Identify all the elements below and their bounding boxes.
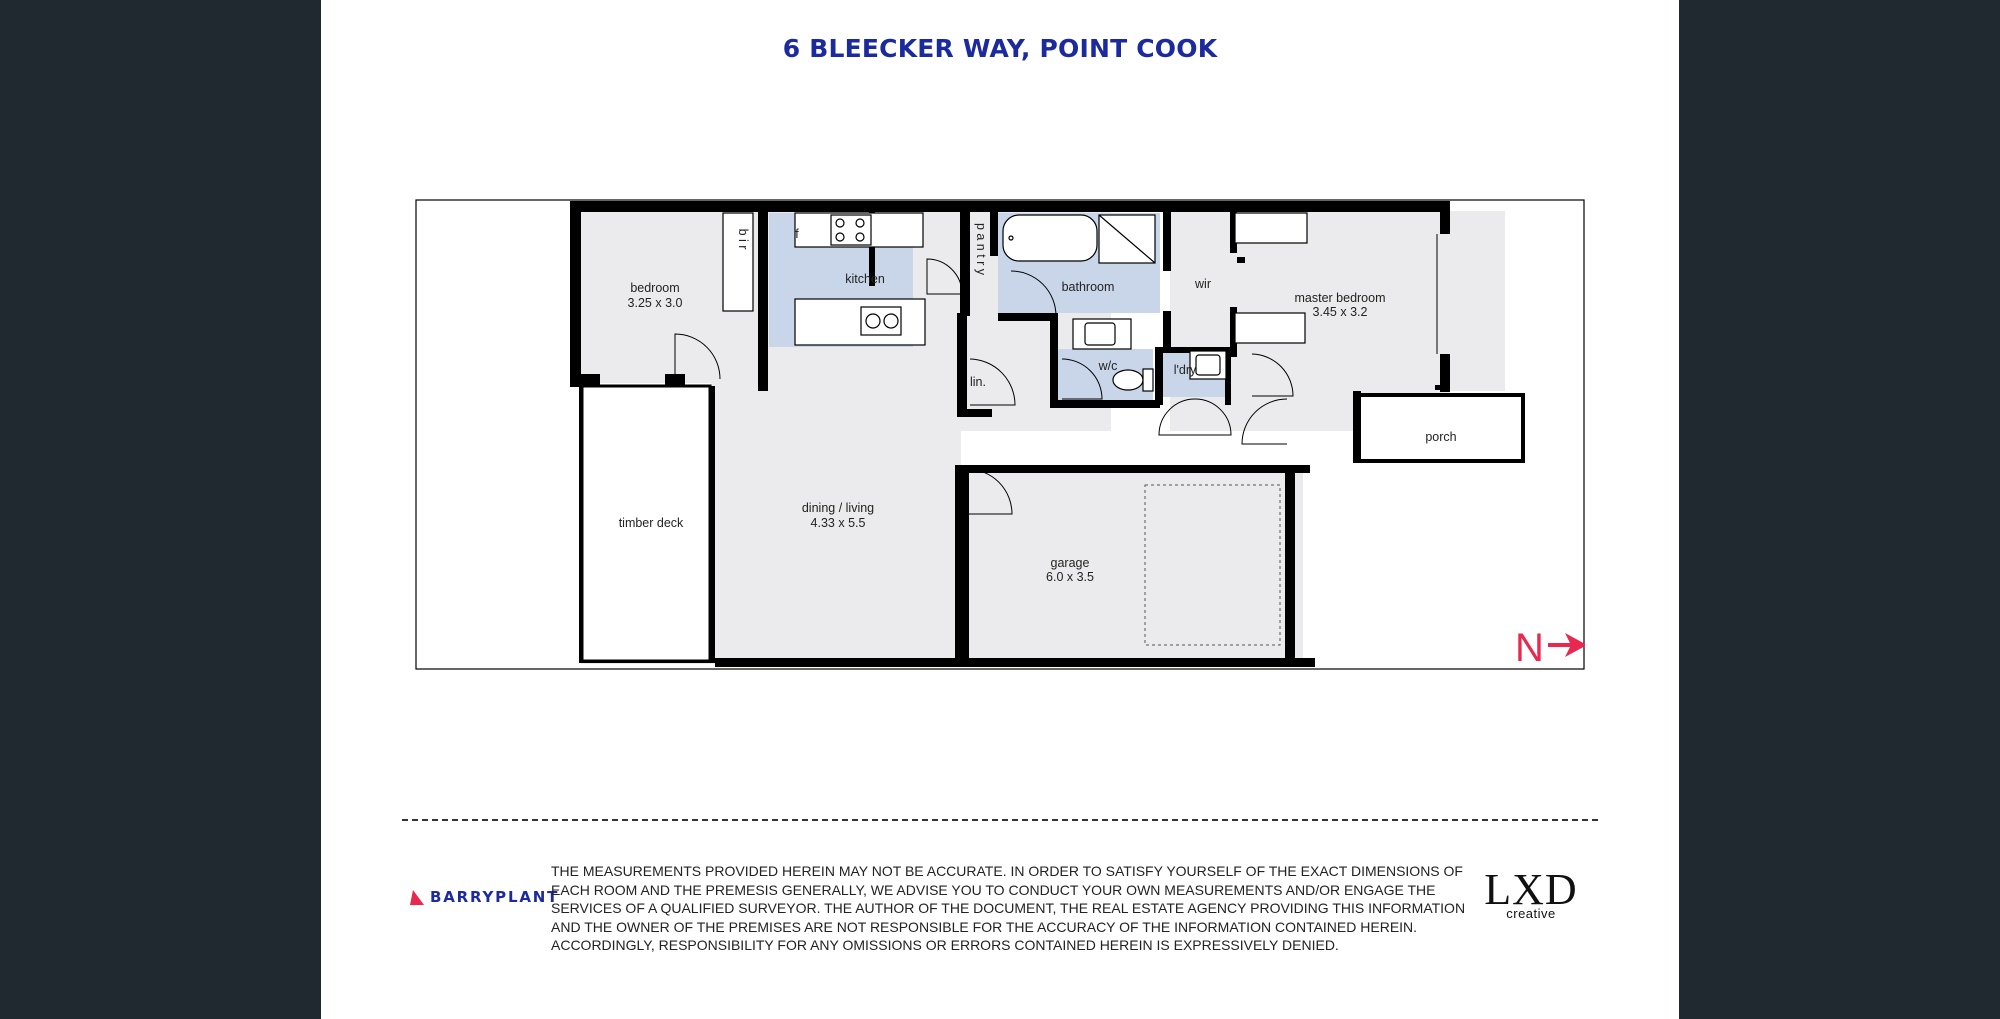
disclaimer-line: AND THE OWNER OF THE PREMISES ARE NOT RE… xyxy=(551,918,1418,935)
lxd-wordmark: LXD xyxy=(1484,865,1578,914)
lxd-subtitle: creative xyxy=(1506,906,1556,921)
floor-areas xyxy=(581,211,1505,664)
master-bedroom-size: 3.45 x 3.2 xyxy=(1313,305,1368,319)
garage-car-space xyxy=(1144,484,1281,646)
fridge-label: f xyxy=(795,227,799,241)
lxd-creative-logo: LXD creative xyxy=(1471,865,1591,921)
garage-size: 6.0 x 3.5 xyxy=(1046,570,1094,584)
kitchen-label: kitchen xyxy=(845,272,885,286)
north-label: N xyxy=(1515,626,1544,670)
dining-living-label: dining / living xyxy=(802,501,874,515)
page-title: 6 BLEECKER WAY, POINT COOK xyxy=(782,34,1218,63)
barryplant-logo: BARRYPLANT xyxy=(410,887,559,907)
bedroom-label: bedroom xyxy=(630,281,679,295)
doors xyxy=(674,234,1438,515)
wardrobes xyxy=(722,212,1308,344)
bathroom-label: bathroom xyxy=(1062,280,1115,294)
north-arrow: N xyxy=(1515,626,1585,670)
garage-label: garage xyxy=(1051,556,1090,570)
floor-plan: bedroom 3.25 x 3.0 b i r f kitchen p a n… xyxy=(415,199,1585,670)
footer-divider xyxy=(402,819,1598,821)
barryplant-wordmark: BARRYPLANT xyxy=(430,888,560,906)
disclaimer: THE MEASUREMENTS PROVIDED HEREIN MAY NOT… xyxy=(551,862,1466,955)
linen-label: lin. xyxy=(970,375,986,389)
disclaimer-line: EACH ROOM AND THE PREMESIS GENERALLY, WE… xyxy=(551,881,1436,898)
pantry-label: p a n t r y xyxy=(974,223,988,276)
disclaimer-line: THE MEASUREMENTS PROVIDED HEREIN MAY NOT… xyxy=(551,863,1463,879)
porch-label: porch xyxy=(1425,430,1456,444)
dining-living-size: 4.33 x 5.5 xyxy=(811,516,866,530)
timber-deck-outline xyxy=(580,384,712,663)
wc-label: w/c xyxy=(1098,359,1118,373)
barryplant-mark-icon xyxy=(410,889,424,905)
disclaimer-line: SERVICES OF A QUALIFIED SURVEYOR. THE AU… xyxy=(551,900,1466,916)
laundry-label: l'dry xyxy=(1174,363,1197,377)
porch-outline xyxy=(1356,393,1525,463)
bedroom-size: 3.25 x 3.0 xyxy=(628,296,683,310)
room-labels: bedroom 3.25 x 3.0 b i r f kitchen p a n… xyxy=(619,223,1457,584)
bir-label: b i r xyxy=(736,229,750,250)
kitchen-fixtures xyxy=(794,212,926,346)
floorplan-sheet: 6 BLEECKER WAY, POINT COOK xyxy=(321,0,1679,1019)
timber-deck-label: timber deck xyxy=(619,516,684,530)
disclaimer-line: ACCORDINGLY, RESPONSIBILITY FOR ANY OMIS… xyxy=(551,937,1339,953)
wir-label: wir xyxy=(1194,277,1211,291)
bath-fixtures xyxy=(1002,214,1156,350)
wc-laundry-fixtures xyxy=(1112,350,1227,392)
master-bedroom-label: master bedroom xyxy=(1294,291,1385,305)
